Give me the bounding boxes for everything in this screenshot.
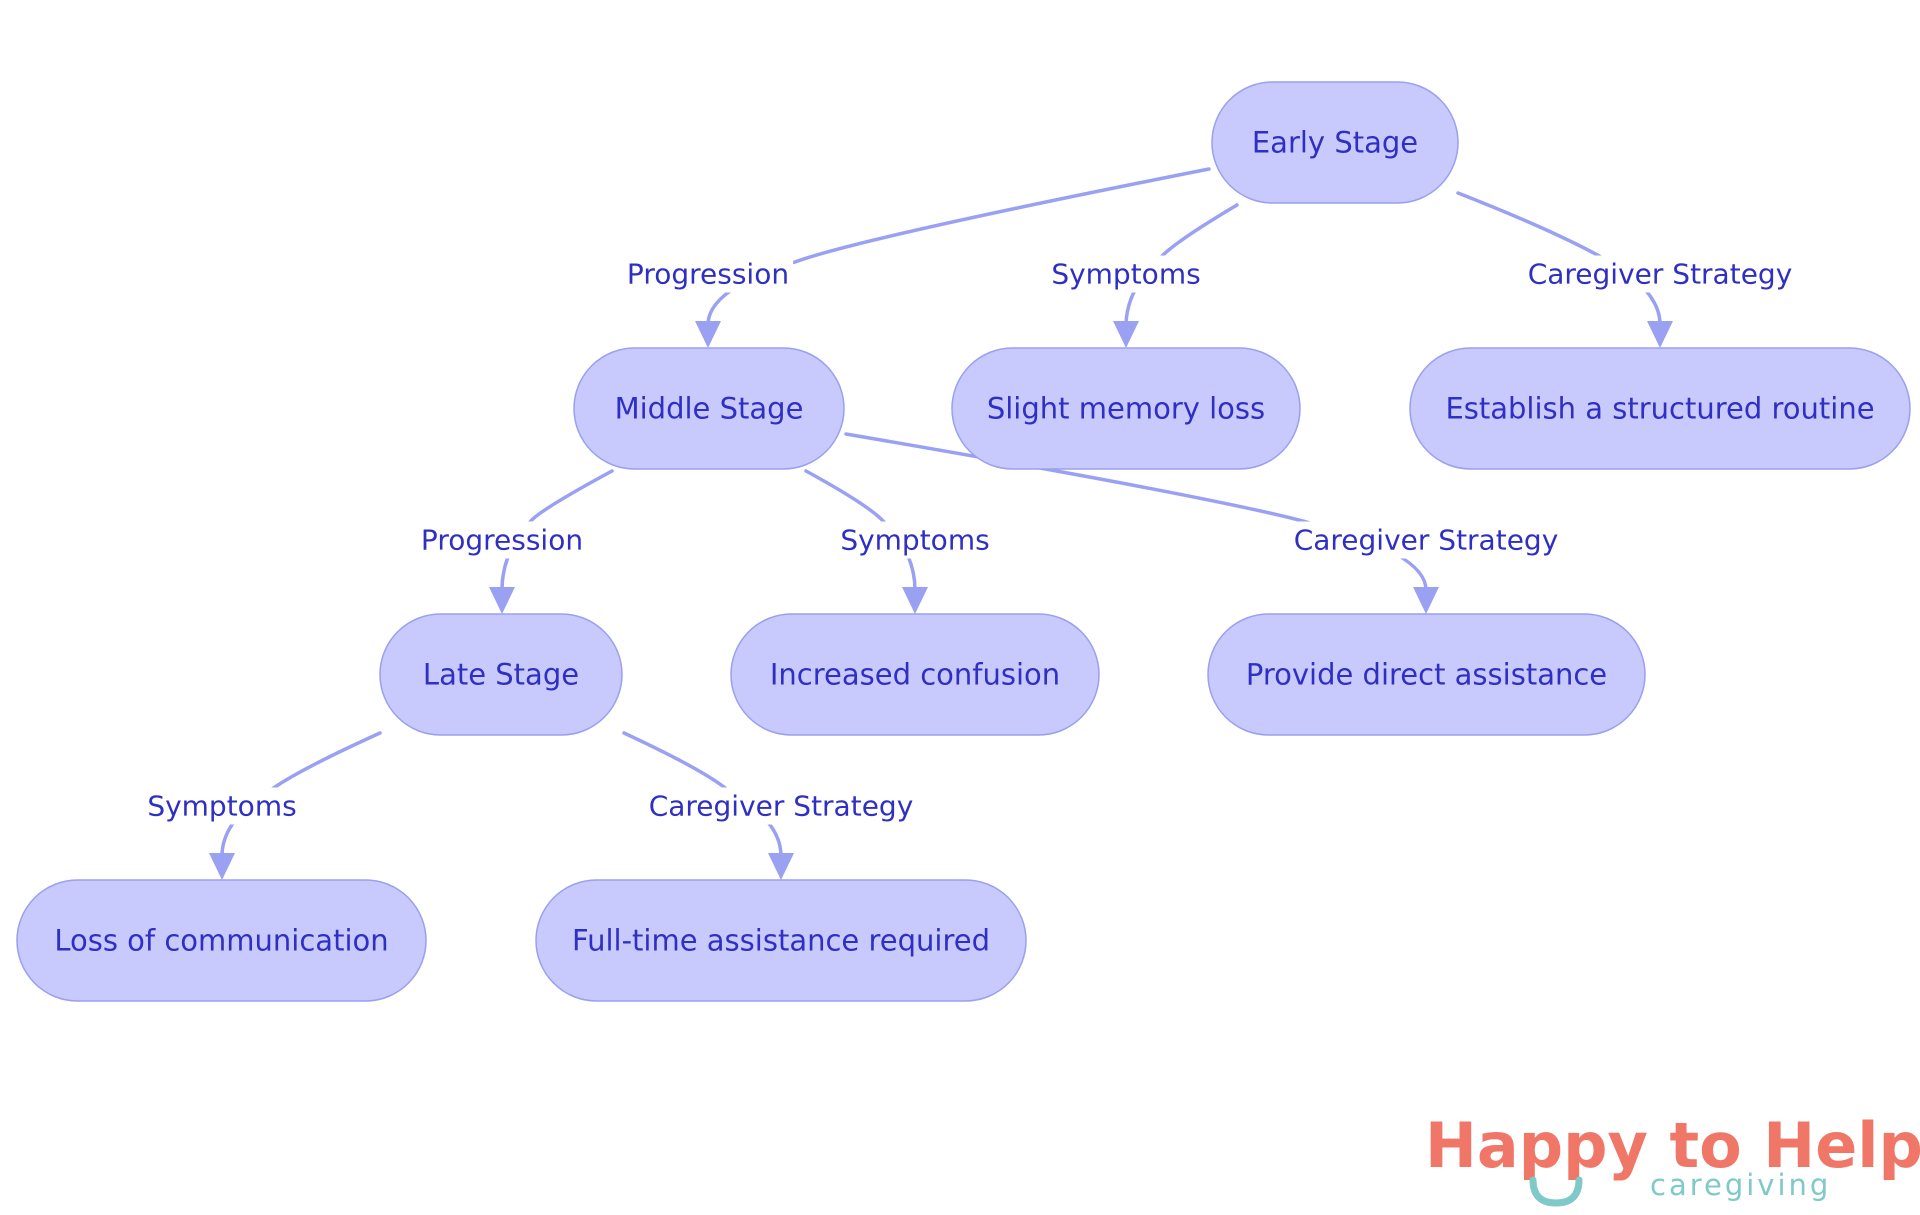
edge-label-text: Progression	[421, 524, 583, 557]
node-label: Middle Stage	[615, 392, 804, 426]
node-confusion: Increased confusion	[730, 613, 1100, 736]
edge-label-late-to-communication: Symptoms	[143, 787, 301, 825]
arrowhead-icon	[489, 587, 515, 614]
edge-label-early-to-memory: Symptoms	[1047, 255, 1205, 293]
arrowhead-icon	[695, 321, 721, 348]
edge-label-text: Progression	[627, 258, 789, 291]
edge-label-text: Caregiver Strategy	[649, 790, 914, 823]
edge-label-early-to-routine: Caregiver Strategy	[1523, 255, 1797, 293]
edge-label-text: Symptoms	[840, 524, 989, 557]
node-shape	[535, 879, 1027, 1002]
node-direct: Provide direct assistance	[1207, 613, 1646, 736]
node-shape	[1211, 81, 1459, 204]
arrowhead-icon	[1113, 321, 1139, 348]
node-shape	[730, 613, 1100, 736]
edge-label-background	[416, 521, 588, 559]
happy-to-help-logo: Happy to Help caregiving	[1425, 1109, 1920, 1207]
node-early: Early Stage	[1211, 81, 1459, 204]
edge-label-middle-to-late: Progression	[416, 521, 588, 559]
edge-label-text: Symptoms	[1051, 258, 1200, 291]
node-middle: Middle Stage	[573, 347, 845, 470]
node-shape	[1409, 347, 1911, 470]
edge-early-to-middle	[695, 167, 1211, 348]
node-shape	[16, 879, 427, 1002]
edge-label-text: Caregiver Strategy	[1294, 524, 1559, 557]
arrowhead-icon	[902, 587, 928, 614]
node-communication: Loss of communication	[16, 879, 427, 1002]
edge-label-background	[143, 787, 301, 825]
node-label: Full-time assistance required	[572, 924, 990, 958]
edge-label-background	[1289, 521, 1563, 559]
edge-label-middle-to-direct: Caregiver Strategy	[1289, 521, 1563, 559]
arrowhead-icon	[1647, 321, 1673, 348]
edge-line	[706, 167, 1211, 326]
edge-label-background	[836, 521, 994, 559]
edge-label-background	[622, 255, 794, 293]
arrowhead-icon	[209, 853, 235, 880]
node-label: Slight memory loss	[987, 392, 1265, 426]
logo-wordmark: Happy to Help	[1425, 1109, 1920, 1182]
node-shape	[379, 613, 623, 736]
smile-icon	[1529, 1176, 1583, 1207]
node-fulltime: Full-time assistance required	[535, 879, 1027, 1002]
edge-label-middle-to-confusion: Symptoms	[836, 521, 994, 559]
node-shape	[951, 347, 1301, 470]
edge-label-text: Caregiver Strategy	[1528, 258, 1793, 291]
node-label: Establish a structured routine	[1445, 392, 1874, 426]
edge-label-late-to-fulltime: Caregiver Strategy	[644, 787, 918, 825]
edge-label-background	[644, 787, 918, 825]
node-label: Increased confusion	[770, 658, 1060, 692]
node-label: Late Stage	[423, 658, 579, 692]
node-shape	[1207, 613, 1646, 736]
node-label: Provide direct assistance	[1246, 658, 1607, 692]
edge-label-background	[1523, 255, 1797, 293]
node-label: Loss of communication	[54, 924, 388, 958]
node-routine: Establish a structured routine	[1409, 347, 1911, 470]
arrowhead-icon	[768, 853, 794, 880]
edge-label-early-to-middle: Progression	[622, 255, 794, 293]
edge-label-text: Symptoms	[147, 790, 296, 823]
arrowhead-icon	[1413, 587, 1439, 614]
node-shape	[573, 347, 845, 470]
node-memory: Slight memory loss	[951, 347, 1301, 470]
node-late: Late Stage	[379, 613, 623, 736]
logo-tagline: caregiving	[1650, 1168, 1831, 1202]
edge-label-background	[1047, 255, 1205, 293]
node-label: Early Stage	[1252, 126, 1418, 160]
